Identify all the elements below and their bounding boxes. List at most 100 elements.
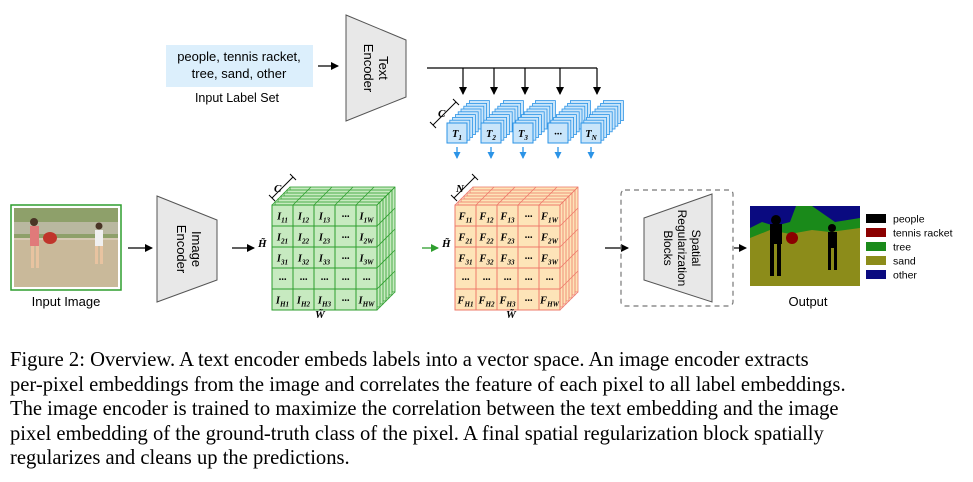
- feature-cell-label: FH3: [498, 296, 516, 309]
- legend-label: tennis racket: [893, 228, 953, 240]
- feature-cell-label: F13: [499, 212, 515, 225]
- feature-cell-label: F21: [457, 233, 472, 246]
- feature-cube: F11 F12 F13 ··· F1W F21 F22 F23 ··· F2W F31 F32 F33 ·…: [454, 186, 579, 311]
- image-encoder-line1: Image: [189, 231, 204, 267]
- text-embedding-block: [512, 122, 534, 144]
- feature-cell-label: ···: [525, 296, 533, 307]
- caption-line: pixel embedding of the ground-truth clas…: [10, 422, 824, 445]
- figure-caption: Figure 2: Overview. A text encoder embed…: [10, 348, 968, 471]
- text-embeddings: T1 T2 T3 ··· TN: [446, 100, 624, 144]
- feature-cell-label: F11: [458, 212, 473, 225]
- image-embedding-cell-label: ···: [342, 275, 350, 286]
- image-embedding-cell-label: I13: [318, 212, 331, 225]
- feature-cell-label: F32: [478, 254, 494, 267]
- text-embedding-block: [580, 122, 602, 144]
- image-embedding-cell-label: I12: [297, 212, 310, 225]
- text-embedding-label: T2: [486, 129, 496, 142]
- image-encoder: Image Encoder: [156, 195, 218, 303]
- input-image-label: Input Image: [32, 294, 101, 309]
- feature-cell-label: F2W: [540, 233, 559, 246]
- dim-w-feature: W̃: [506, 308, 517, 321]
- feature-cell: [538, 288, 561, 311]
- legend-swatch: [866, 214, 886, 223]
- feature-cell-label: F23: [499, 233, 515, 246]
- spatial-line3: Blocks: [661, 230, 675, 265]
- dim-h-image: H̃: [257, 237, 267, 250]
- feature-cell-label: F1W: [540, 212, 559, 225]
- text-embedding-label: TN: [585, 129, 597, 142]
- dim-w-image: W̃: [315, 308, 326, 321]
- input-image: Input Image: [10, 204, 122, 309]
- text-encoder-line2: Encoder: [361, 44, 376, 93]
- caption-line: per-pixel embeddings from the image and …: [10, 373, 846, 396]
- text-embedding-label: ···: [554, 129, 562, 140]
- spatial-regularization-blocks: Spatial Regularization Blocks: [620, 189, 734, 307]
- feature-cell-label: ···: [462, 275, 470, 286]
- feature-cell-label: F31: [457, 254, 472, 267]
- image-embedding-cell-label: I1W: [359, 212, 375, 225]
- dim-h-feature: H̃: [441, 237, 451, 250]
- text-embedding-label: T1: [452, 129, 462, 142]
- dim-c-text: C: [438, 108, 446, 120]
- image-embedding-cell-label: I11: [276, 212, 288, 225]
- image-embedding-cell-label: ···: [300, 275, 308, 286]
- text-encoder-line1: Text: [376, 56, 391, 80]
- image-embedding-cell-label: ···: [279, 275, 287, 286]
- segmentation-legend: people tennis racket tree sand other: [866, 214, 953, 282]
- image-embedding-cell-label: IH3: [317, 296, 332, 309]
- image-embedding-cell-label: ···: [342, 212, 350, 223]
- feature-cell-label: F22: [478, 233, 494, 246]
- image-embedding-cell: [355, 288, 378, 311]
- image-embedding-cell-label: IH2: [296, 296, 311, 309]
- image-embedding-cell-label: I21: [276, 233, 288, 246]
- legend-swatch: [866, 242, 886, 251]
- image-embedding-cell-label: IHW: [358, 296, 376, 309]
- feature-cell-label: FH2: [477, 296, 495, 309]
- label-set-line2: tree, sand, other: [192, 66, 287, 81]
- image-embedding-cell-label: I22: [297, 233, 310, 246]
- image-embedding-cell-label: I32: [297, 254, 310, 267]
- legend-label: tree: [893, 242, 911, 254]
- feature-cell-label: ···: [483, 275, 491, 286]
- image-embedding-cell-label: ···: [342, 254, 350, 265]
- image-embedding-cell-label: ···: [363, 275, 371, 286]
- text-embedding-block: [547, 122, 569, 144]
- feature-cell-label: ···: [504, 275, 512, 286]
- feature-cell-label: F33: [499, 254, 515, 267]
- feature-cell-label: ···: [525, 233, 533, 244]
- output-label: Output: [788, 294, 827, 309]
- text-embedding-block: [480, 122, 502, 144]
- image-embedding-cell-label: ···: [342, 233, 350, 244]
- image-embedding-cell-label: ···: [321, 275, 329, 286]
- text-channel-dim: C: [429, 98, 460, 129]
- caption-line: The image encoder is trained to maximize…: [10, 398, 839, 420]
- feature-cube-dims: H̃ W̃ N: [441, 173, 517, 321]
- spatial-line2: Regularization: [675, 210, 689, 287]
- legend-label: other: [893, 270, 917, 282]
- label-set-line1: people, tennis racket,: [177, 49, 301, 64]
- legend-label: sand: [893, 256, 916, 268]
- label-set-caption: Input Label Set: [195, 91, 280, 105]
- text-embedding-label: T3: [518, 129, 528, 142]
- overview-diagram: people, tennis racket, tree, sand, other…: [10, 14, 953, 321]
- legend-swatch: [866, 270, 886, 279]
- spatial-line1: Spatial: [689, 230, 703, 267]
- legend-swatch: [866, 256, 886, 265]
- text-embedding-block: [446, 122, 468, 144]
- feature-cell-label: F12: [478, 212, 494, 225]
- caption-line: regularizes and cleans up the prediction…: [10, 447, 350, 469]
- feature-cell-label: ···: [525, 275, 533, 286]
- feature-cell-label: FH1: [456, 296, 473, 309]
- feature-cell-label: ···: [525, 254, 533, 265]
- image-embedding-cell-label: I2W: [359, 233, 375, 246]
- image-embedding-cell-label: I3W: [359, 254, 375, 267]
- text-embedding-distribution: [427, 67, 601, 95]
- text-encoder: Text Encoder: [345, 14, 407, 122]
- feature-cell-label: ···: [525, 212, 533, 223]
- legend-label: people: [893, 214, 925, 226]
- dim-c-image: C: [274, 183, 282, 195]
- output-segmentation: Output: [750, 206, 860, 309]
- image-embedding-cell-label: I23: [318, 233, 331, 246]
- image-embedding-cell-label: IH1: [275, 296, 289, 309]
